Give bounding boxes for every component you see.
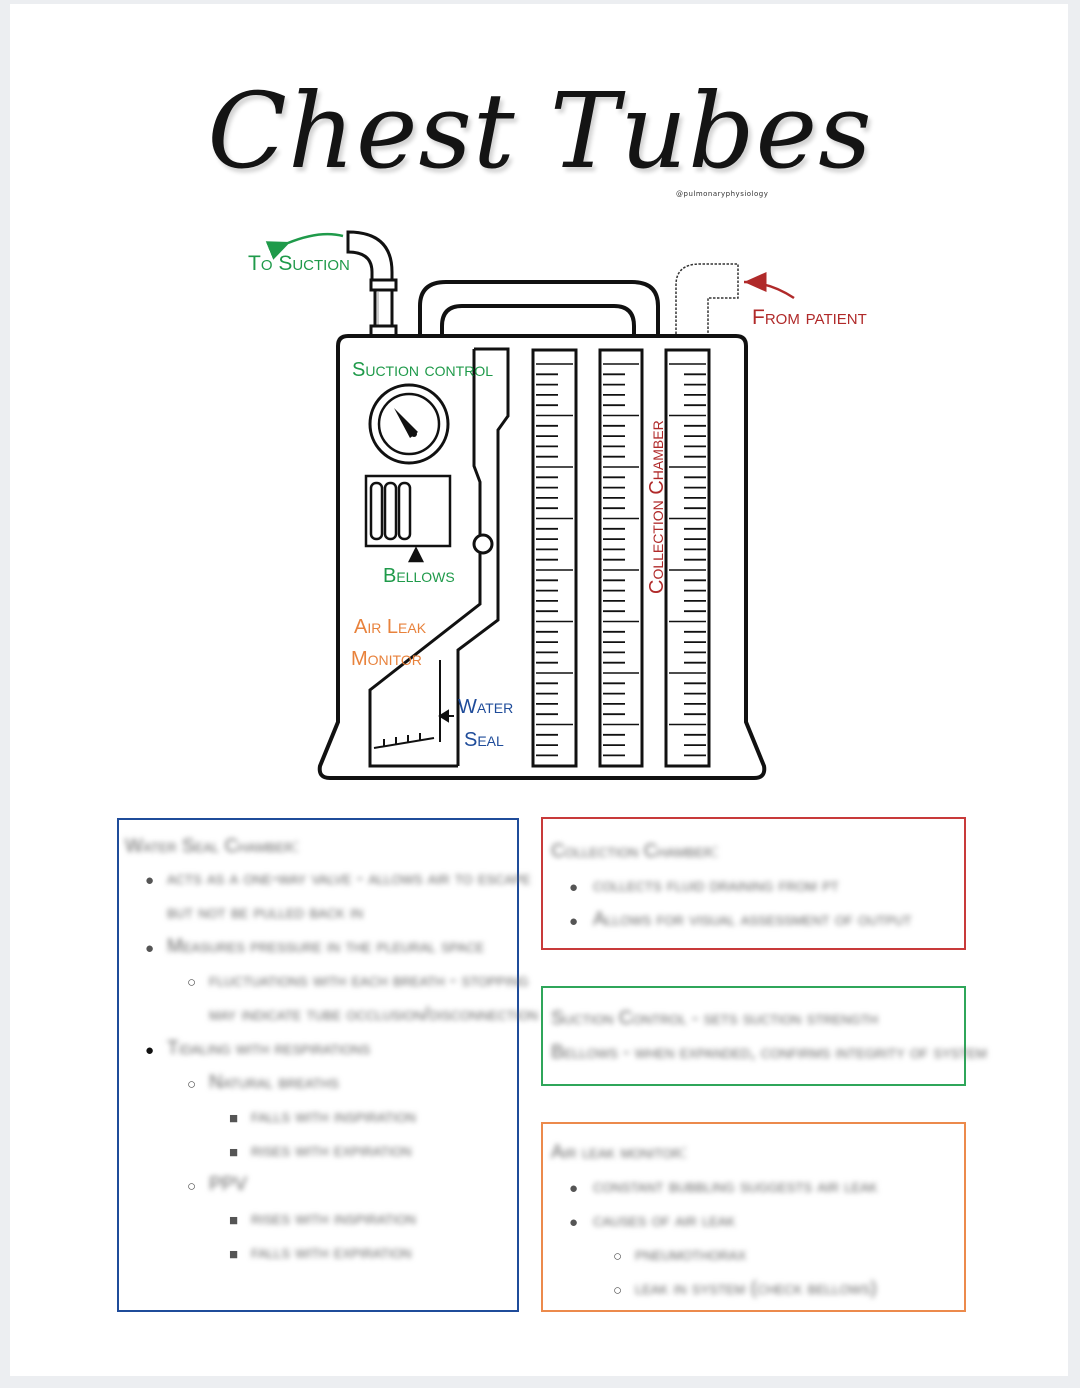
collection-notes: Collection Chamber: ● collects fluid dra…	[541, 817, 966, 950]
note-line: Bellows - when expanded, confirms integr…	[551, 1042, 987, 1063]
bullet: ○	[613, 1282, 623, 1299]
bullet: ●	[569, 913, 579, 930]
bullet: ●	[569, 1214, 579, 1231]
note-line: falls with inspiration	[251, 1106, 416, 1127]
bullet: ●	[145, 1042, 155, 1059]
water-seal-heading: Water Seal Chamber:	[125, 836, 300, 857]
note-line: but not be pulled back in	[167, 902, 364, 923]
water-seal-column	[368, 347, 510, 768]
suction-notes: Suction Control - sets suction strength …	[541, 986, 987, 1086]
note-line: falls with expiration	[251, 1242, 412, 1263]
note-line: Natural breaths	[209, 1072, 339, 1093]
label-from-patient: From patient	[752, 306, 867, 329]
label-suction-control: Suction control	[352, 359, 493, 381]
drainage-unit-diagram: To Suction From patient Suction control …	[248, 230, 867, 780]
collection-column	[531, 348, 578, 768]
bullet: ●	[145, 940, 155, 957]
label-seal: Seal	[464, 729, 504, 751]
collection-columns	[531, 348, 711, 768]
suction-port-icon	[346, 230, 398, 338]
bullet: ○	[187, 1178, 197, 1195]
note-line: Tidaling with respirations	[167, 1038, 371, 1059]
note-line: may indicate tube occlusion/disconnectio…	[209, 1004, 539, 1025]
note-line: rises with inspiration	[251, 1208, 416, 1229]
collection-column	[598, 348, 644, 768]
label-collection-chamber: Collection Chamber	[646, 420, 668, 594]
water-seal-notes: Water Seal Chamber: ● acts as a one-way …	[117, 818, 538, 1312]
air-leak-notes: Air leak monitor: ● constant bubbling su…	[541, 1122, 966, 1312]
note-line: PPV	[209, 1174, 248, 1195]
bellows-icon	[364, 474, 452, 563]
air-leak-monitor-scale	[373, 660, 454, 749]
note-line: constant bubbling suggests air leak	[593, 1176, 878, 1197]
note-line: leak in system (check bellows)	[635, 1278, 877, 1299]
note-line: collects fluid draining from pt	[593, 875, 839, 896]
bullet: ○	[613, 1248, 623, 1265]
patient-tube-icon	[675, 263, 739, 339]
bullet: ■	[229, 1246, 239, 1263]
label-air-leak: Air Leak	[354, 616, 427, 638]
label-bellows: Bellows	[383, 565, 455, 587]
bullet: ●	[569, 879, 579, 896]
note-line: causes of air leak	[593, 1210, 736, 1231]
page-title: Chest Tubes	[207, 70, 873, 192]
note-line: Suction Control - sets suction strength	[551, 1008, 879, 1029]
bullet: ○	[187, 1076, 197, 1093]
bullet: ●	[145, 872, 155, 889]
collection-heading: Collection Chamber:	[551, 841, 719, 862]
note-line: Allows for visual assessment of output	[593, 909, 912, 930]
label-to-suction: To Suction	[248, 252, 350, 275]
suction-gauge-icon	[368, 383, 450, 465]
note-line: Measures pressure in the pleural space	[167, 936, 485, 957]
bullet: ■	[229, 1110, 239, 1127]
carry-handle	[418, 280, 660, 340]
author-handle: @pulmonaryphysiology	[676, 190, 769, 198]
bullet: ●	[569, 1180, 579, 1197]
bullet: ■	[229, 1144, 239, 1161]
bullet: ○	[187, 974, 197, 991]
label-monitor: Monitor	[351, 648, 422, 670]
air-leak-heading: Air leak monitor:	[551, 1142, 687, 1163]
note-line: fluctuations with each breath - stopping	[209, 970, 529, 991]
label-water: Water	[458, 696, 513, 718]
note-line: pneumothorax	[635, 1244, 747, 1265]
collection-column	[664, 348, 711, 768]
note-line: acts as a one-way valve - allows air to …	[167, 868, 531, 889]
bullet: ■	[229, 1212, 239, 1229]
note-line: rises with expiration	[251, 1140, 412, 1161]
